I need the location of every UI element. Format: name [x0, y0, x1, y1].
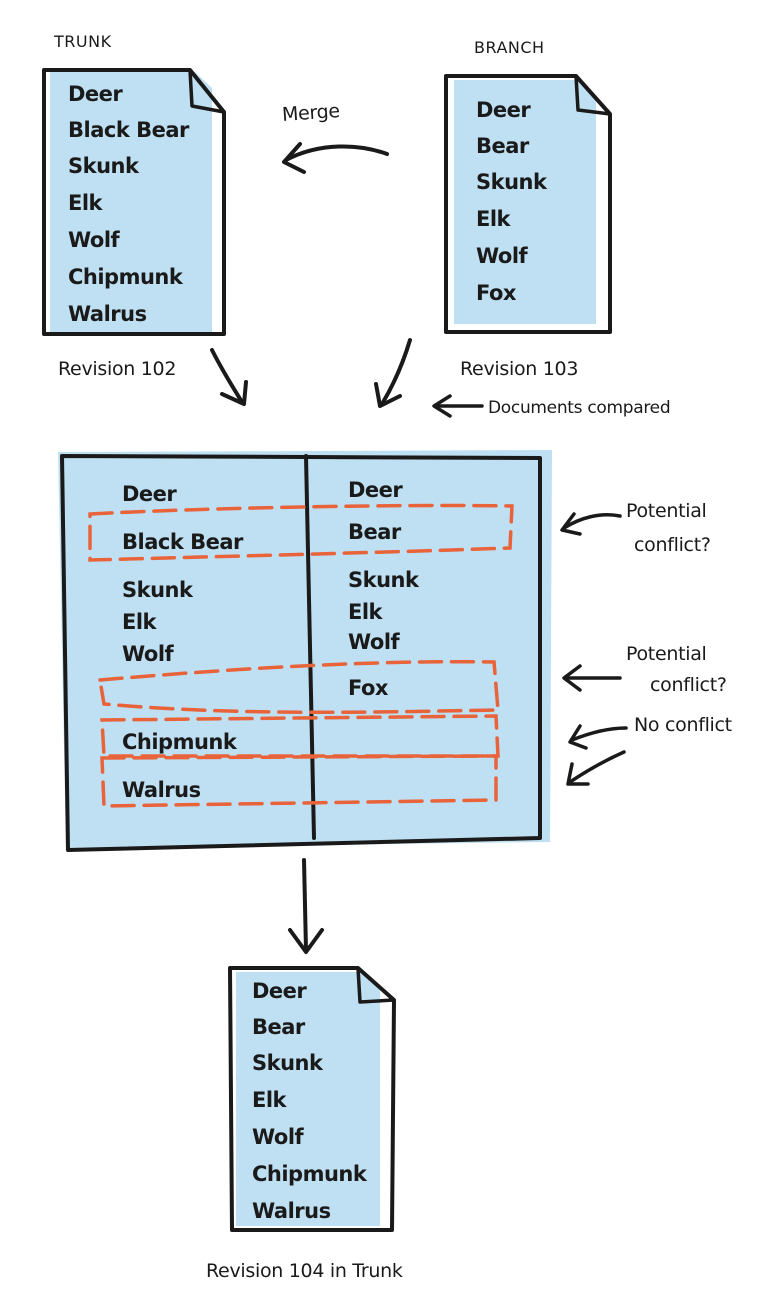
trunk-line: Skunk: [68, 154, 139, 178]
compare-right-line: Skunk: [348, 568, 419, 592]
branch-revision: Revision 103: [460, 358, 579, 380]
branch-line: Elk: [476, 207, 511, 231]
compare-left-line: Walrus: [122, 778, 201, 802]
compare-left-line: Wolf: [122, 642, 174, 666]
trunk-line: Deer: [68, 82, 123, 106]
no-conflict-arrow-2: [566, 750, 626, 786]
trunk-line: Wolf: [68, 228, 120, 252]
conflict-arrow-1: [560, 512, 622, 536]
result-line: Wolf: [252, 1125, 304, 1149]
branch-line: Wolf: [476, 244, 528, 268]
conflict-note-1-line2: conflict?: [634, 534, 711, 556]
result-line: Skunk: [252, 1051, 323, 1075]
result-down-arrow: [288, 858, 324, 954]
result-line: Walrus: [252, 1199, 331, 1223]
no-conflict-arrow-1: [568, 724, 628, 750]
result-line: Elk: [252, 1088, 287, 1112]
result-line: Deer: [252, 979, 307, 1003]
conflict-note-2-line2: conflict?: [650, 674, 727, 696]
trunk-document: [42, 68, 226, 336]
conflict-note-1-line1: Potential: [626, 500, 707, 522]
compare-right-line: Elk: [348, 600, 383, 624]
merge-arrow: [282, 142, 389, 174]
result-document: [228, 966, 396, 1232]
compare-right-line: Deer: [348, 478, 403, 502]
trunk-line: Black Bear: [68, 118, 189, 142]
branch-down-arrow: [374, 338, 412, 408]
compare-right-line: Wolf: [348, 630, 400, 654]
conflict-outlines: [88, 503, 514, 808]
trunk-label: TRUNK: [54, 32, 112, 51]
compare-left-line: Black Bear: [122, 530, 243, 554]
documents-compared-label: Documents compared: [488, 398, 671, 418]
no-conflict-note: No conflict: [634, 714, 732, 736]
compare-left-line: Skunk: [122, 578, 193, 602]
compare-left-line: Chipmunk: [122, 730, 237, 754]
trunk-down-arrow: [210, 348, 248, 406]
conflict-arrow-2: [562, 664, 622, 692]
merge-label: Merge: [281, 100, 341, 126]
result-line: Chipmunk: [252, 1162, 367, 1186]
branch-line: Bear: [476, 134, 529, 158]
branch-label: BRANCH: [474, 38, 545, 57]
branch-line: Deer: [476, 98, 531, 122]
branch-line: Fox: [476, 281, 516, 305]
result-revision: Revision 104 in Trunk: [206, 1260, 403, 1282]
conflict-note-2-line1: Potential: [626, 643, 707, 665]
compare-left-line: Deer: [122, 482, 177, 506]
trunk-revision: Revision 102: [58, 358, 177, 380]
branch-document: [444, 74, 612, 334]
compare-right-line: Bear: [348, 520, 401, 544]
compare-right-line: Fox: [348, 676, 388, 700]
compare-left-line: Elk: [122, 610, 157, 634]
trunk-line: Walrus: [68, 302, 147, 326]
trunk-line: Elk: [68, 191, 103, 215]
result-line: Bear: [252, 1015, 305, 1039]
documents-compared-arrow: [432, 394, 484, 418]
trunk-line: Chipmunk: [68, 265, 183, 289]
branch-line: Skunk: [476, 170, 547, 194]
